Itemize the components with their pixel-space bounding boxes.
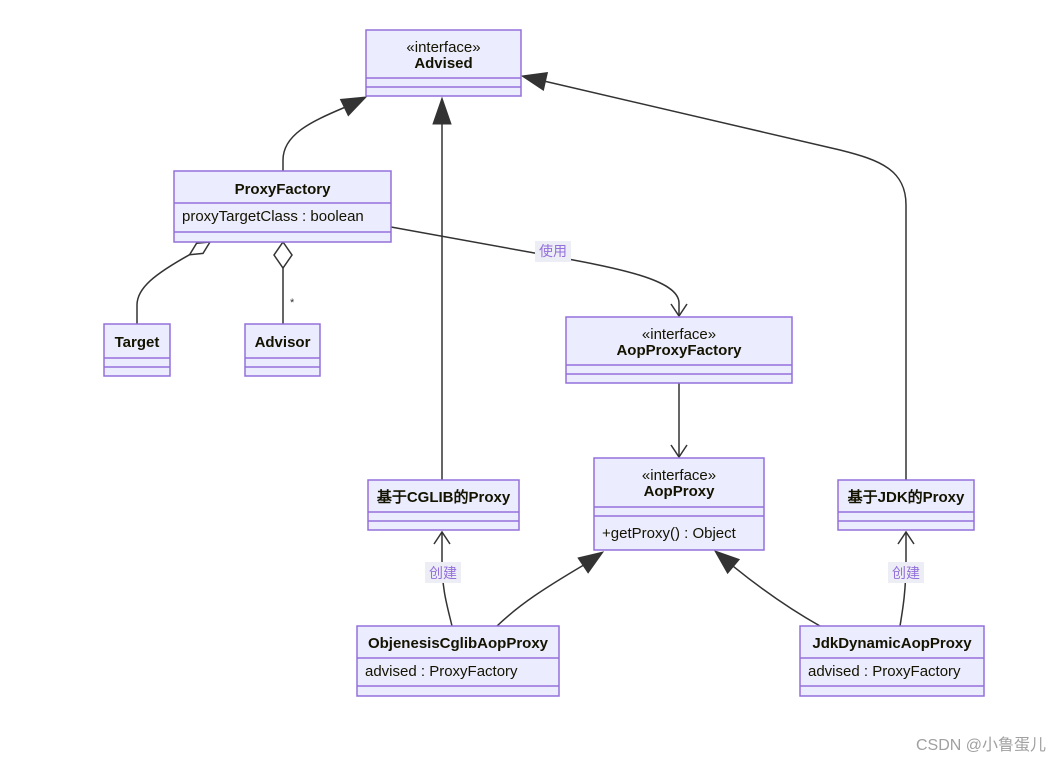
edge-line [496, 564, 584, 627]
edge-line [136, 254, 190, 324]
open-arrowhead [897, 530, 915, 545]
edge-label-create: 创建 [892, 565, 920, 581]
edge-label-use: 使用 [539, 243, 567, 259]
inheritance-arrowhead [432, 96, 452, 125]
class-cglib-proxy: 基于CGLIB的Proxy [367, 479, 520, 531]
class-name: Advisor [255, 334, 311, 351]
edge-label-background [535, 241, 571, 262]
aggregation-diamond [188, 241, 212, 256]
class-box [565, 316, 793, 384]
multiplicity-label: * [290, 297, 295, 309]
class-name: 基于CGLIB的Proxy [376, 488, 511, 506]
edge-proxy-factory-aggregates-advisor: * [273, 240, 295, 324]
class-stereotype: «interface» [642, 326, 716, 343]
edge-label-background [425, 562, 461, 583]
class-name: 基于JDK的Proxy [847, 488, 965, 506]
edge-line [282, 106, 345, 171]
edge-jdk-dynamic-creates-jdk-proxy: 创建 [888, 530, 924, 627]
watermark: CSDN @小鲁蛋儿 [916, 736, 1046, 754]
inheritance-arrowhead [339, 96, 368, 117]
open-arrowhead [670, 444, 688, 459]
edge-cglib-proxy-extends-advised [432, 96, 452, 480]
class-stereotype: «interface» [642, 467, 716, 484]
class-name: ObjenesisCglibAopProxy [368, 635, 549, 652]
edge-proxy-factory-aggregates-target [136, 241, 212, 324]
class-box [593, 457, 765, 551]
class-aop-proxy-factory: «interface» AopProxyFactory [565, 316, 793, 384]
class-aop-proxy: «interface» AopProxy +getProxy() : Objec… [593, 457, 765, 551]
class-box [365, 29, 522, 97]
class-jdk-proxy: 基于JDK的Proxy [837, 479, 975, 531]
inheritance-arrowhead [520, 72, 549, 92]
class-name: Target [115, 334, 160, 351]
inheritance-arrowhead [577, 551, 605, 574]
edge-objenesis-creates-cglib-proxy: 创建 [425, 530, 461, 627]
class-box [173, 170, 392, 243]
class-stereotype: «interface» [406, 39, 480, 56]
class-name: ProxyFactory [235, 181, 332, 198]
edge-objenesis-implements-aop-proxy [496, 551, 605, 627]
class-name: Advised [414, 55, 472, 72]
class-name: AopProxyFactory [616, 342, 742, 359]
class-target: Target [103, 323, 171, 377]
class-method: +getProxy() : Object [602, 525, 737, 542]
edge-line [441, 532, 453, 627]
edge-label-create: 创建 [429, 565, 457, 581]
class-advisor: Advisor [244, 323, 321, 377]
class-attribute: advised : ProxyFactory [808, 663, 961, 680]
class-advised: «interface» Advised [365, 29, 522, 97]
inheritance-arrowhead [713, 550, 741, 575]
edge-line [899, 532, 907, 627]
class-attribute: advised : ProxyFactory [365, 663, 518, 680]
edge-label-background [888, 562, 924, 583]
edge-jdk-dynamic-implements-aop-proxy [713, 550, 821, 627]
edge-proxy-factory-uses-aop-proxy-factory: 使用 [390, 226, 688, 318]
edge-aop-proxy-factory-to-aop-proxy [670, 383, 688, 459]
class-box [799, 625, 985, 697]
class-name: AopProxy [644, 483, 716, 500]
edge-line [732, 565, 821, 627]
class-jdk-dynamic-aop-proxy: JdkDynamicAopProxy advised : ProxyFactor… [799, 625, 985, 697]
class-objenesis-cglib-aop-proxy: ObjenesisCglibAopProxy advised : ProxyFa… [356, 625, 560, 697]
open-arrowhead [670, 303, 688, 318]
class-attribute: proxyTargetClass : boolean [182, 208, 364, 225]
aggregation-diamond [273, 240, 293, 270]
edge-proxy-factory-extends-advised [282, 96, 368, 171]
open-arrowhead [433, 530, 451, 545]
edge-jdk-proxy-extends-advised [520, 72, 907, 480]
class-name: JdkDynamicAopProxy [812, 635, 972, 652]
class-box [356, 625, 560, 697]
class-proxy-factory: ProxyFactory proxyTargetClass : boolean [173, 170, 392, 243]
edge-line [545, 80, 907, 480]
